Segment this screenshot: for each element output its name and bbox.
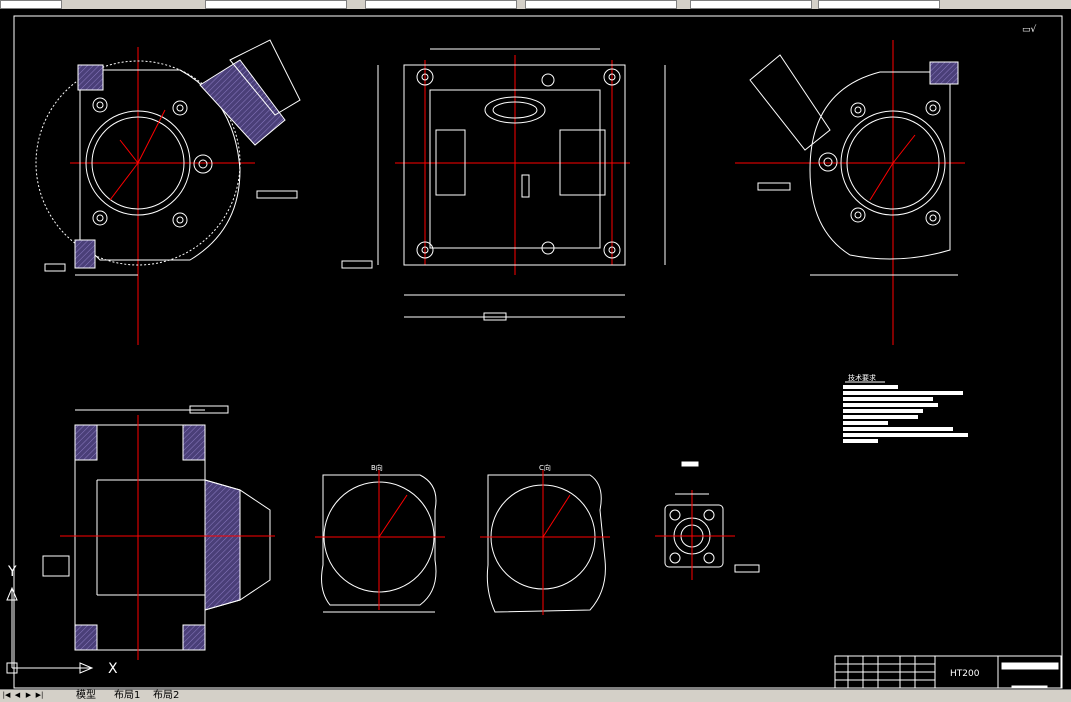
view-flange xyxy=(655,461,760,580)
view-c: C向 xyxy=(480,463,610,615)
tab-layout1[interactable]: 布局1 xyxy=(114,690,141,701)
toolbar-button-group-1[interactable] xyxy=(0,0,62,9)
ucs-icon: X Y xyxy=(6,564,118,677)
toolbar-dropdown-1[interactable] xyxy=(205,0,347,9)
view-left-top xyxy=(35,39,301,345)
tab-model[interactable]: 模型 xyxy=(76,690,96,701)
last-tab-icon[interactable]: ▶| xyxy=(35,691,44,699)
material-label: HT200 xyxy=(950,669,980,679)
cad-drawing: ▭√ xyxy=(6,15,1063,689)
tab-layout2[interactable]: 布局2 xyxy=(153,690,180,701)
view-left-bottom xyxy=(42,405,275,660)
toolbar-dropdown-3[interactable] xyxy=(525,0,677,9)
roughness-mark: ▭√ xyxy=(1022,24,1037,35)
prev-tab-icon[interactable]: ◀ xyxy=(14,691,21,699)
ucs-x-label: X xyxy=(108,661,118,677)
view-right-top xyxy=(735,40,965,345)
toolbar-dropdown-4[interactable] xyxy=(690,0,812,9)
toolbar-dropdown-2[interactable] xyxy=(365,0,517,9)
drawing-frame xyxy=(13,15,1063,689)
title-block: HT200 xyxy=(834,655,1062,689)
tech-requirements: 技术要求 xyxy=(843,373,968,443)
view-b: B向 xyxy=(315,463,445,613)
ucs-y-label: Y xyxy=(7,564,17,580)
view-c-label: C向 xyxy=(539,463,551,472)
tech-requirements-title: 技术要求 xyxy=(848,373,876,382)
toolbar-dropdown-5[interactable] xyxy=(818,0,940,9)
view-center-top xyxy=(341,48,666,321)
layout-tab-bar: |◀ ◀ ▶ ▶| 模型 布局1 布局2 xyxy=(0,689,1071,702)
view-b-label: B向 xyxy=(371,463,383,472)
first-tab-icon[interactable]: |◀ xyxy=(2,691,11,699)
drawing-canvas[interactable]: ▭√ xyxy=(0,9,1071,689)
next-tab-icon[interactable]: ▶ xyxy=(25,691,32,699)
